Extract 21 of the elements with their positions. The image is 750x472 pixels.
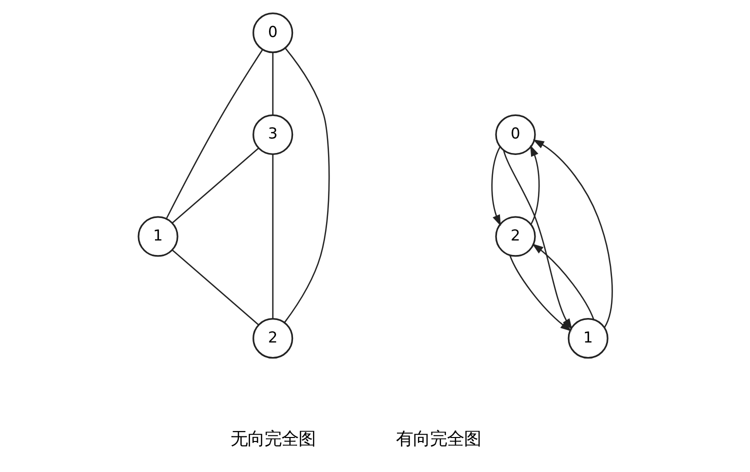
connector [272,154,273,318]
connector [272,52,273,114]
node-circle: 0 [494,114,536,154]
node-circle: 2 [494,216,536,256]
node-circle: 1 [567,318,608,358]
connector [165,48,263,218]
arrow [502,150,572,330]
arrow [532,243,594,320]
connector [284,47,330,322]
label: 有向完全图 [396,428,481,449]
node-circle: 1 [137,216,178,256]
node-circle: 0 [252,12,293,53]
connector [172,147,258,223]
node-circle: 3 [252,114,293,154]
arrow [530,144,540,224]
arrow [490,146,500,226]
node-circle: 2 [252,318,293,358]
arrow [532,138,612,328]
arrow [508,254,572,331]
label: 无向完全图 [230,428,315,449]
connector [172,249,258,325]
